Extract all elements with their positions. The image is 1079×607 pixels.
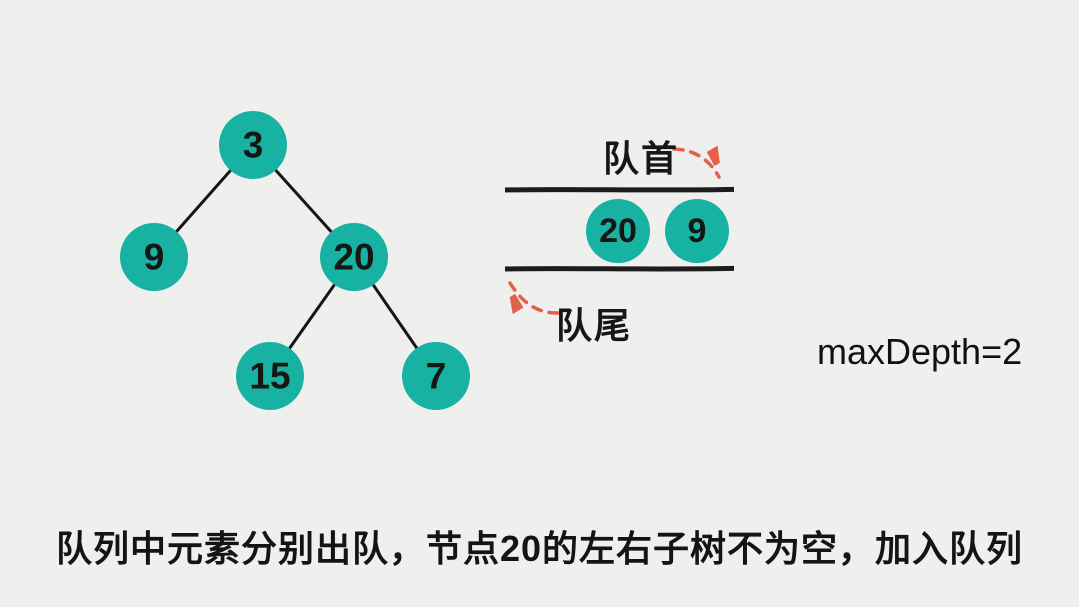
queue-rear-arrow xyxy=(510,281,560,315)
queue-bottom-line xyxy=(504,265,735,272)
queue-item-20-circle xyxy=(586,199,650,263)
queue-top-line xyxy=(504,186,735,193)
queue-item-20: 20 xyxy=(586,199,650,263)
caption-text: 队列中元素分别出队，节点20的左右子树不为空，加入队列 xyxy=(55,528,1024,569)
tree-node-9-circle xyxy=(120,223,188,291)
max-depth-result: maxDepth=2 xyxy=(817,331,1023,372)
tree-node-15-label: 15 xyxy=(249,356,290,397)
queue-item-9-label: 9 xyxy=(688,212,707,250)
queue-item-9-circle xyxy=(665,199,729,263)
tree-node-20-circle xyxy=(320,223,388,291)
tree-node-9: 9 xyxy=(120,223,188,291)
queue-rear-label: 队尾 xyxy=(556,305,633,346)
tree-node-7: 7 xyxy=(402,342,470,410)
tree-node-3: 3 xyxy=(219,111,287,179)
tree-node-15-circle xyxy=(236,342,304,410)
tree-node-7-circle xyxy=(402,342,470,410)
tree-node-20: 20 xyxy=(320,223,388,291)
queue-front-label: 队首 xyxy=(603,138,680,179)
tree-node-7-label: 7 xyxy=(426,356,447,397)
tree-node-3-circle xyxy=(219,111,287,179)
queue-rails xyxy=(504,186,735,272)
tree-edges xyxy=(152,143,438,377)
tree-node-3-label: 3 xyxy=(243,125,264,166)
queue-front-arrow xyxy=(672,149,719,179)
queue-item-20-label: 20 xyxy=(599,212,637,250)
queue-item-9: 9 xyxy=(665,199,729,263)
tree-node-20-label: 20 xyxy=(333,237,374,278)
tree-node-9-label: 9 xyxy=(144,237,165,278)
tree-node-15: 15 xyxy=(236,342,304,410)
